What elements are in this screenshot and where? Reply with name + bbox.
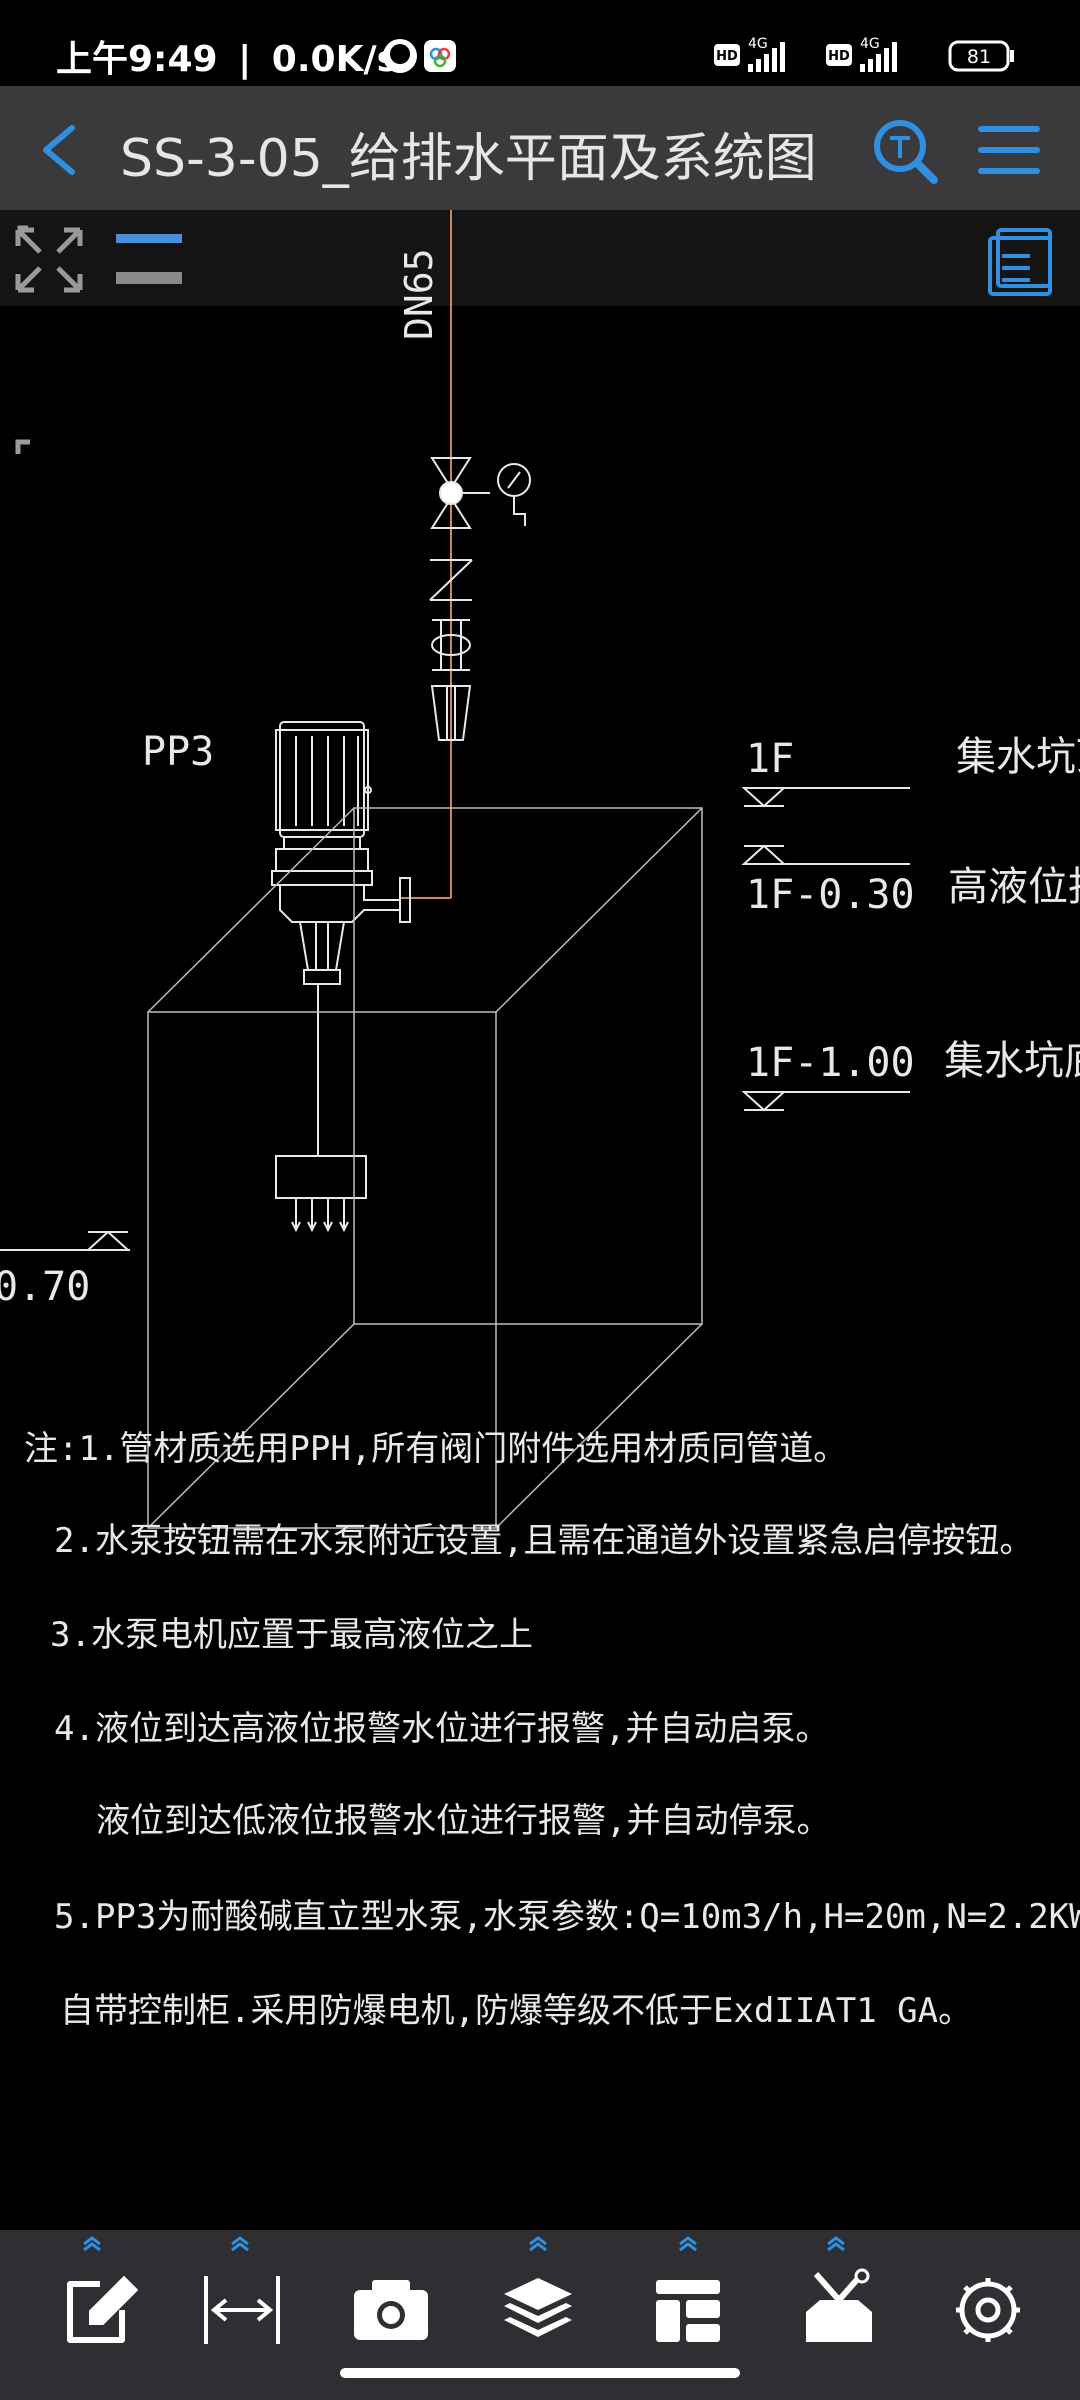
level-marker-left bbox=[0, 1230, 131, 1251]
back-icon[interactable] bbox=[34, 120, 84, 180]
pressure-gauge-icon bbox=[497, 463, 531, 526]
pump-icon bbox=[271, 721, 411, 985]
status-icons: HD 4G HD 4G 81 bbox=[714, 36, 1014, 72]
level-marker-1f bbox=[741, 787, 910, 808]
hd-text-2: HD bbox=[828, 49, 850, 64]
status-bar: 上午9:49 | 0.0K/s HD 4G HD 4G 81 bbox=[0, 0, 1080, 86]
settings-icon[interactable] bbox=[956, 2278, 1020, 2342]
camera-icon[interactable] bbox=[354, 2280, 428, 2340]
note-line: 4.液位到达高液位报警水位进行报警,并自动启泵。 bbox=[54, 1709, 829, 1749]
note-line: 自带控制柜.采用防爆电机,防爆等级不低于ExdIIAT1 GA。 bbox=[60, 1991, 972, 2031]
time-text: 上午9:49 bbox=[56, 39, 218, 80]
toolbox-icon[interactable] bbox=[806, 2268, 872, 2342]
note-line: 注:1.管材质选用PPH,所有阀门附件选用材质同管道。 bbox=[24, 1429, 847, 1469]
fullscreen-icon[interactable] bbox=[15, 225, 83, 454]
measure-icon[interactable] bbox=[204, 2276, 280, 2344]
layer-line-gray-icon[interactable] bbox=[116, 272, 182, 284]
home-indicator[interactable] bbox=[340, 2368, 740, 2378]
check-valve-icon bbox=[429, 559, 473, 741]
status-time: 上午9:49 | 0.0K/s bbox=[56, 30, 398, 82]
note-line: 液位到达低液位报警水位进行报警,并自动停泵。 bbox=[96, 1801, 830, 1841]
net-text-1: 4G bbox=[748, 36, 768, 52]
pipe-label: DN65 bbox=[397, 248, 441, 340]
level-1f-desc: 集水坑顶 bbox=[956, 734, 1080, 780]
title-bar: SS-3-05_给排水平面及系统图 bbox=[0, 86, 1080, 210]
expand-chevrons bbox=[83, 2236, 845, 2252]
view-controls-bar bbox=[0, 210, 1080, 306]
notification-icons bbox=[383, 39, 456, 73]
layout-icon[interactable] bbox=[656, 2280, 720, 2342]
level-left-text: 0.70 bbox=[0, 1264, 90, 1310]
toolbar-icons bbox=[67, 2236, 1020, 2344]
net-text-2: 4G bbox=[860, 36, 880, 52]
cad-drawing[interactable]: DN65 PP3 bbox=[0, 210, 1080, 2230]
menu-icon[interactable] bbox=[974, 122, 1044, 178]
note-line: 2.水泵按钮需在水泵附近设置,且需在通道外设置紧急启停按钮。 bbox=[54, 1521, 1033, 1561]
separator: | bbox=[238, 39, 252, 80]
level-marker-030 bbox=[741, 844, 910, 865]
battery-text: 81 bbox=[967, 46, 991, 68]
level-1f-text: 1F bbox=[746, 736, 794, 782]
edit-icon[interactable] bbox=[67, 2275, 139, 2343]
strainer-icon bbox=[275, 1155, 367, 1233]
pump-label: PP3 bbox=[142, 729, 214, 775]
layers-icon[interactable] bbox=[504, 2278, 572, 2337]
layers-panel-icon[interactable] bbox=[988, 228, 1052, 296]
layer-line-blue-icon[interactable] bbox=[116, 234, 182, 243]
level-marker-100 bbox=[741, 1091, 910, 1112]
network-speed: 0.0K/s bbox=[271, 39, 399, 80]
search-icon[interactable] bbox=[870, 116, 940, 186]
level-100-desc: 集水坑底 bbox=[944, 1038, 1080, 1084]
page-title: SS-3-05_给排水平面及系统图 bbox=[120, 129, 817, 189]
level-030-desc: 高液位报警水 bbox=[948, 864, 1080, 910]
level-100-text: 1F-1.00 bbox=[746, 1040, 915, 1086]
notes-block: 注:1.管材质选用PPH,所有阀门附件选用材质同管道。 2.水泵按钮需在水泵附近… bbox=[24, 1429, 1080, 2031]
note-line: 5.PP3为耐酸碱直立型水泵,水泵参数:Q=10m3/h,H=20m,N=2.2… bbox=[54, 1897, 1080, 1937]
hd-text-1: HD bbox=[716, 49, 738, 64]
note-line: 3.水泵电机应置于最高液位之上 bbox=[50, 1615, 533, 1655]
level-030-text: 1F-0.30 bbox=[746, 872, 915, 918]
gate-valve-icon bbox=[430, 457, 490, 529]
sump-pit bbox=[147, 807, 703, 1529]
